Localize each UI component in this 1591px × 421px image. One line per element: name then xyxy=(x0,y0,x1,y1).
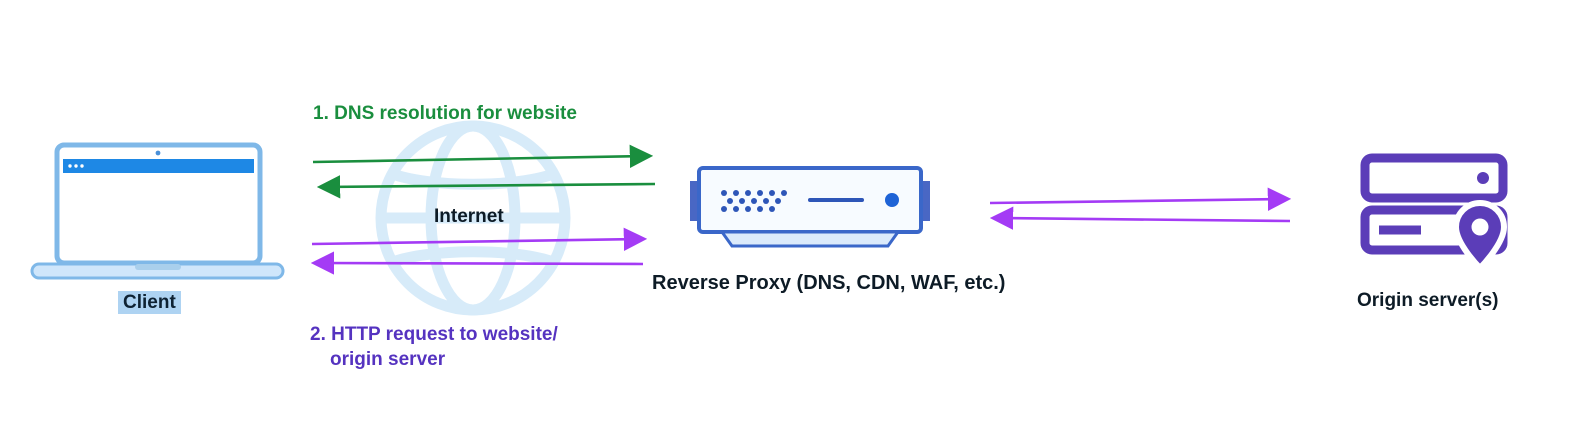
origin-top-dot xyxy=(1477,172,1489,184)
proxy-dots-pattern xyxy=(721,190,787,212)
client-laptop-icon xyxy=(30,140,285,285)
origin-server-icon xyxy=(1355,150,1515,275)
reverse-proxy-icon xyxy=(690,165,930,250)
step2-http-label-line2: origin server xyxy=(330,349,446,370)
step2-http-label-line1: 2. HTTP request to website/ xyxy=(310,324,558,345)
origin-location-pin xyxy=(1452,200,1508,273)
proxy-indicator-dot xyxy=(885,193,899,207)
arrow-origin-to-proxy xyxy=(989,206,1291,230)
proxy-line xyxy=(808,198,864,202)
client-label-text: Client xyxy=(118,291,181,314)
step1-dns-label: 1. DNS resolution for website xyxy=(313,103,577,124)
laptop-camera-dot xyxy=(155,150,161,156)
laptop-titlebar xyxy=(63,159,254,173)
reverse-proxy-label: Reverse Proxy (DNS, CDN, WAF, etc.) xyxy=(652,272,1006,294)
internet-label: Internet xyxy=(434,206,504,227)
step2-http-label: 2. HTTP request to website/ origin serve… xyxy=(310,322,558,372)
origin-server-label: Origin server(s) xyxy=(1357,290,1499,311)
proxy-stand xyxy=(719,230,901,248)
client-label: Client xyxy=(118,291,181,314)
arrow-proxy-to-origin xyxy=(989,187,1292,211)
